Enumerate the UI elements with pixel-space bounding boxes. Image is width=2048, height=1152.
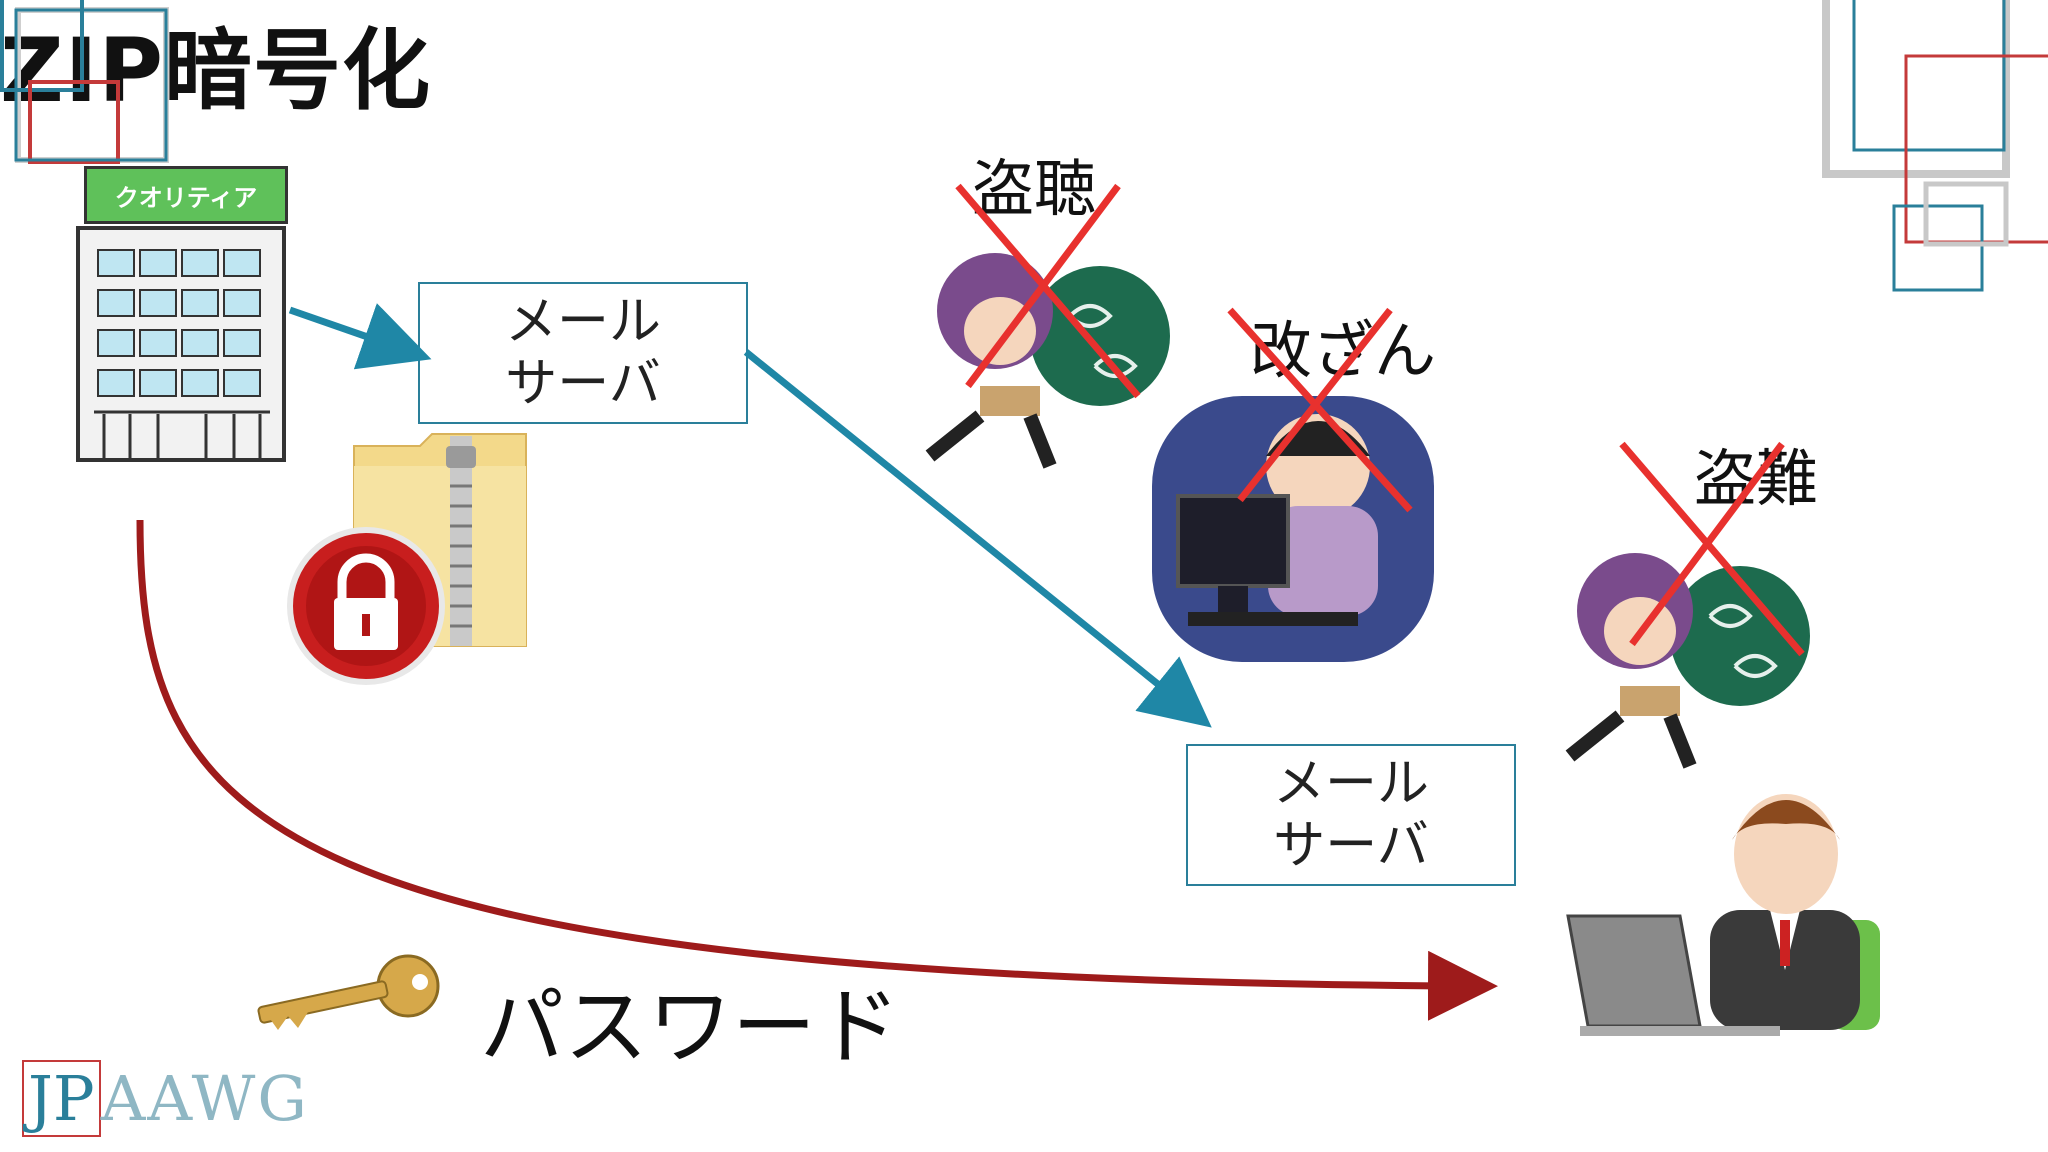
mail-server-label-line1: メール [1272,754,1429,814]
cross-mark-icon [1227,307,1413,513]
thief-eavesdropper-icon [925,253,1170,469]
threat-label-eavesdrop: 盗聴 [972,152,1097,225]
password-label: パスワード [480,978,901,1076]
corner-decoration-top-left [0,0,169,164]
mail-server-label-line1: メール [504,292,661,352]
office-building-icon [76,226,286,462]
arrow-server-to-server [743,349,1212,728]
logo-jp: JP [22,1060,101,1137]
corner-decoration-top-right [1822,0,2048,292]
key-icon [257,954,440,1030]
mail-server-label-line2: サーバ [505,354,661,414]
jpaawg-logo: JPAAWG [22,1060,309,1137]
arrow-password-route [136,519,1498,1021]
mail-server-box-sender: メール サーバ [418,282,748,424]
cross-mark-icon [955,183,1141,399]
logo-aawg: AAWG [100,1062,309,1135]
mail-server-label-line2: サーバ [1273,816,1429,876]
page-title: ZIP暗号化 [0,19,432,122]
cross-mark-icon [1619,441,1805,657]
mail-server-box-receiver: メール サーバ [1186,744,1516,886]
arrow-building-to-server [288,303,432,370]
lock-icon [287,527,445,685]
recipient-businessman-icon [1566,794,1880,1036]
company-sign: クオリティア [84,166,288,224]
